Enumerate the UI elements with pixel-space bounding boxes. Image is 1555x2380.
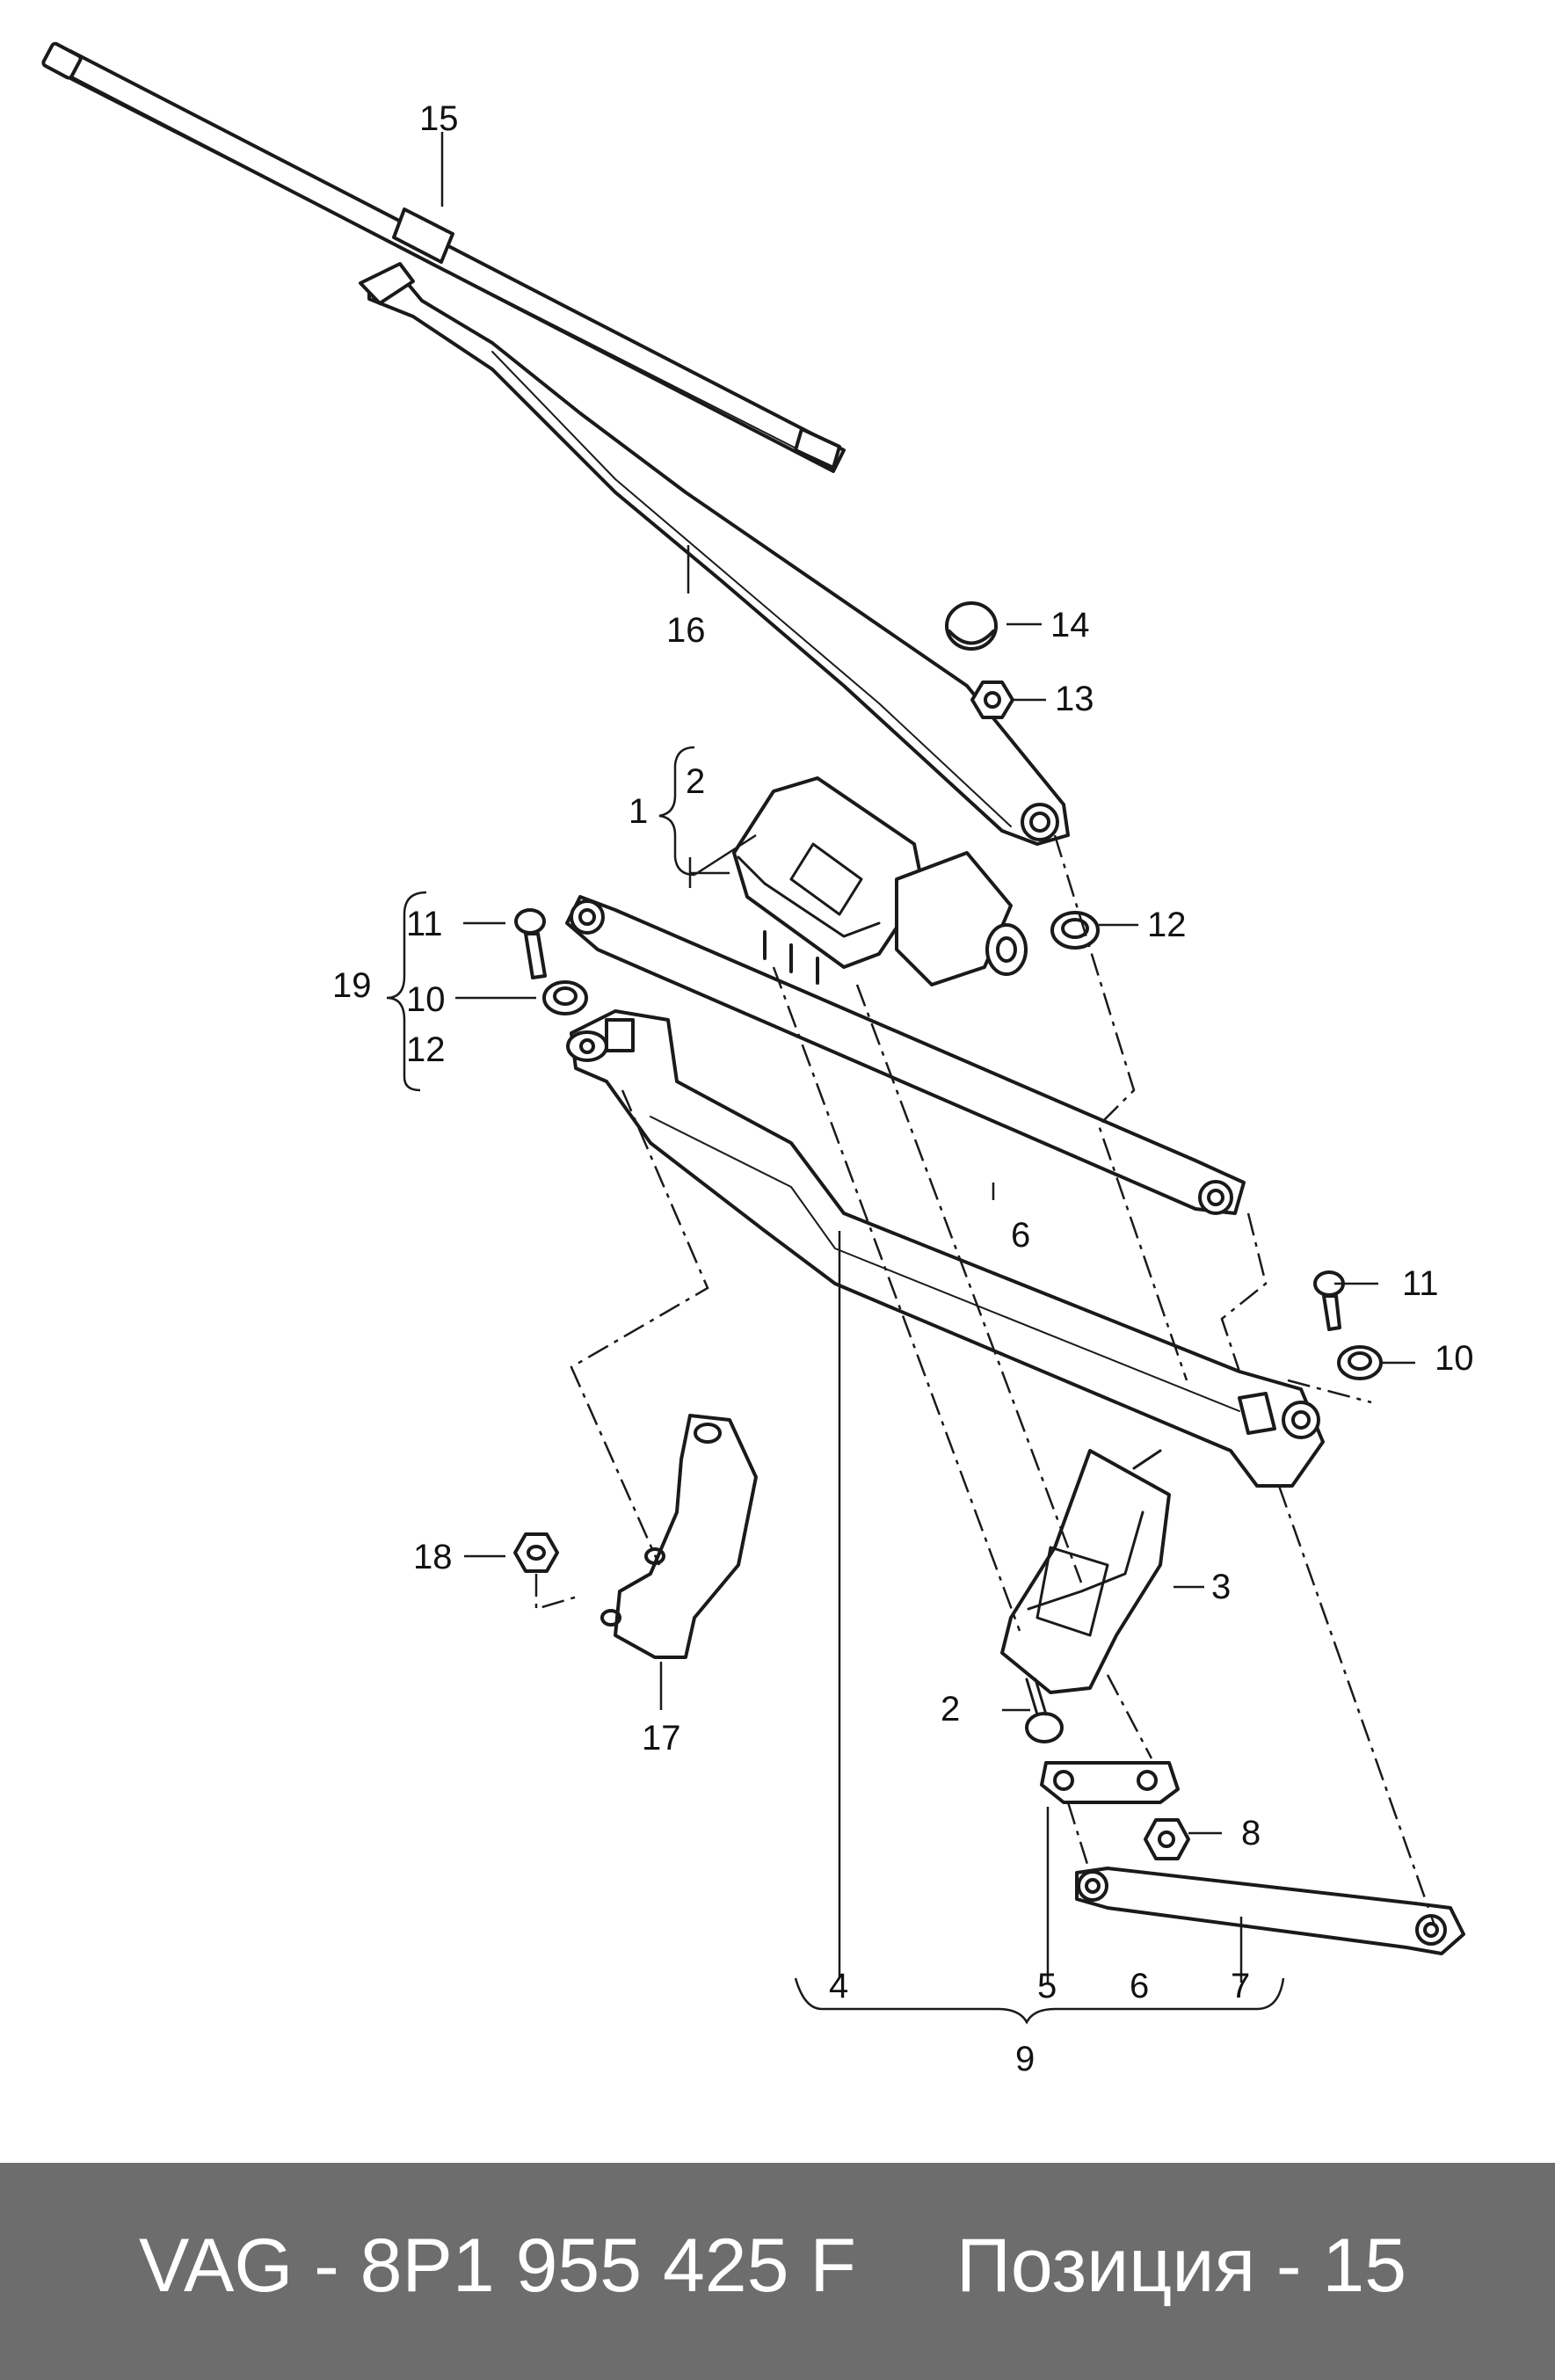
callout-9: 9 [1015,2040,1035,2078]
connecting-rod-lower [1075,1867,1465,1955]
callout-1: 1 [629,792,648,831]
wiper-exploded-diagram: 15 16 14 13 2 1 12 11 19 10 12 6 11 10 3… [41,41,1474,2078]
callout-14: 14 [1050,606,1090,644]
leader-lines [386,132,1415,2025]
callout-11-right: 11 [1402,1264,1439,1303]
callout-15: 15 [419,99,459,138]
wiper-arm [359,262,1070,846]
bolt-11-left [514,908,547,979]
crank-nut [1144,1818,1190,1860]
bush-10-left [542,980,588,1015]
bracket-nut [513,1532,559,1573]
part-number: VAG - 8P1 955 425 F [139,2224,856,2308]
arm-nut [970,681,1014,719]
part-footer: VAG - 8P1 955 425 F Позиция - 15 [0,2163,1555,2380]
callout-12-right: 12 [1147,906,1187,944]
callout-13: 13 [1055,680,1094,718]
callout-10-right: 10 [1435,1339,1474,1378]
bush-10-right [1337,1345,1383,1380]
callout-3: 3 [1211,1568,1231,1606]
motor-bracket [1000,1449,1171,1694]
callout-19: 19 [332,966,372,1005]
callout-6-upper: 6 [1011,1216,1030,1255]
wiper-motor [732,776,1028,986]
callout-6-lower: 6 [1130,1967,1149,2005]
callout-7: 7 [1231,1967,1250,2005]
frame-bracket [600,1414,758,1659]
motor-crank [1040,1761,1180,1804]
callout-12-left: 12 [406,1030,446,1069]
position-label: Позиция - 15 [956,2224,1407,2308]
callout-16: 16 [666,611,706,650]
connecting-rod-upper [565,895,1246,1215]
wiper-blade [41,41,846,473]
arm-cap [945,601,998,651]
callout-4: 4 [829,1967,848,2005]
callout-10-left: 10 [406,980,446,1019]
callout-5: 5 [1037,1967,1057,2005]
callout-8: 8 [1241,1814,1261,1852]
callout-2-lower: 2 [941,1690,960,1729]
callout-17: 17 [642,1719,681,1758]
callouts: 15 16 14 13 2 1 12 11 19 10 12 6 11 10 3… [332,99,1474,2078]
bolt-11-right [1313,1270,1345,1331]
callout-18: 18 [413,1538,453,1576]
motor-screw [1025,1678,1064,1743]
callout-11-left: 11 [406,905,443,943]
assembly-lines [534,834,1436,1926]
linkage-frame [566,1009,1325,1488]
washer-12 [1050,911,1100,950]
callout-2-upper: 2 [686,762,705,801]
